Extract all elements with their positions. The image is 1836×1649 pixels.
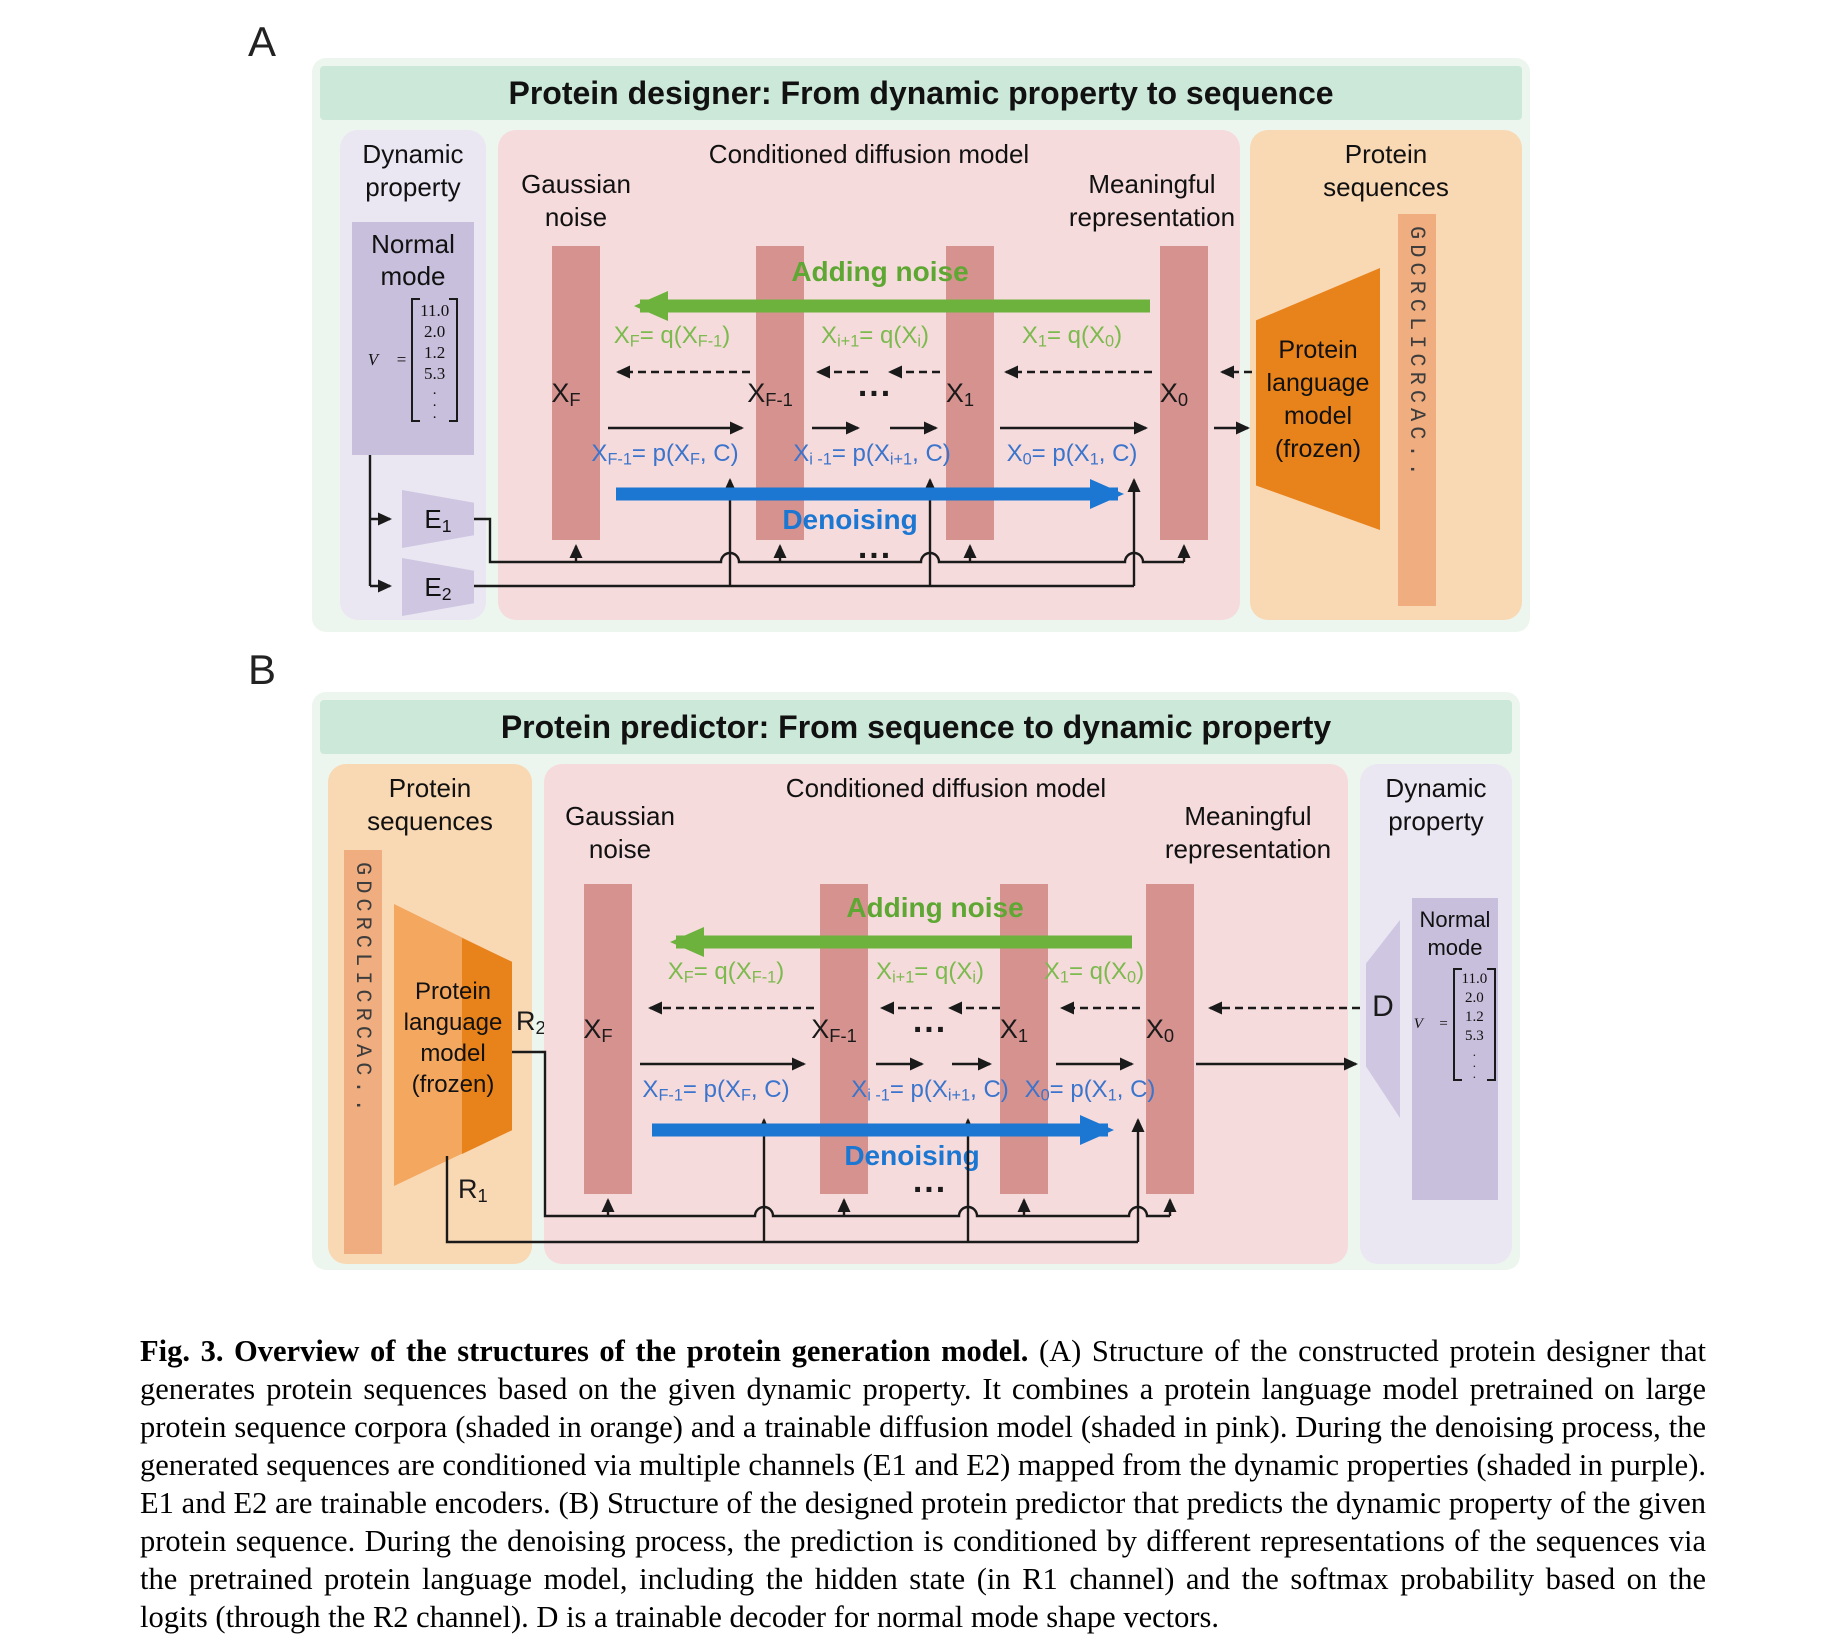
channel-r1-label: R1 [458,1174,488,1207]
panel-b-adding-noise-label: Adding noise [846,892,1024,923]
panel-b-normal-mode-title: Normal mode [1419,907,1491,960]
q-equation: Xi+1= q(Xi) [876,958,984,987]
panel-a-normal-mode-box: Normal mode V⃗ = 11.0 2.0 1.2 5.3 . . . [352,222,474,455]
p-equation: Xi -1= p(Xi+1, C) [851,1076,1009,1105]
panel-a-normal-mode-title: Normal mode [371,229,455,291]
panel-a-dynamic-title: Dynamic property [362,139,464,202]
vector-prefix: V⃗ = [367,350,408,369]
panel-b-header: Protein predictor: From sequence to dyna… [320,700,1512,754]
vector-value: 2.0 [424,322,446,341]
panel-b-meaningful-label: Meaningful representation [1164,801,1332,864]
bar-label-xf1: XF-1 [811,1014,857,1047]
ellipsis: ... [912,1162,948,1200]
panel-b-plm-shape-edge [462,938,512,1154]
panel-a-sequence-strip: GDCRCLICRCAC.. [1398,214,1436,606]
panel-a-label: A [248,18,277,65]
representation-bar-x0 [1160,246,1208,540]
panel-a-adding-noise-label: Adding noise [791,256,969,287]
vector-dot: . [1472,1066,1476,1081]
panel-a-denoising-label: Denoising [782,504,918,535]
vector-value: 5.3 [1464,1028,1484,1044]
bar-label-x1: X1 [999,1014,1029,1047]
vector-value: 11.0 [1461,971,1488,987]
panel-b-diffusion-title: Conditioned diffusion model [785,773,1107,803]
panel-b-gaussian-noise-label: Gaussian noise [565,801,675,864]
bar-label-xf1: XF-1 [747,378,793,411]
bar-label-xf: XF [551,378,581,411]
encoder-e2-label: E2 [424,571,452,604]
panel-b-sequences-title: Protein sequences [367,773,493,836]
q-equation: XF= q(XF-1) [613,322,731,351]
vector-dot: . [432,406,437,422]
p-equation: X0= p(X1, C) [1006,440,1138,469]
caption-bold: Fig. 3. Overview of the structures of th… [140,1334,1029,1368]
vector-value: 1.2 [424,343,446,362]
panel-b-plm-label: Protein language model (frozen) [403,978,503,1098]
vector-value: 2.0 [1464,990,1484,1006]
panel-a-plm-label: Protein language model (frozen) [1266,336,1370,463]
p-equation: Xi -1= p(Xi+1, C) [793,440,951,469]
vector-dot: . [432,394,437,410]
channel-r2-label: R2 [516,1006,546,1039]
vector-dot: . [1472,1055,1476,1070]
caption-text: (A) Structure of the constructed protein… [140,1334,1706,1634]
p-equation: XF-1= p(XF, C) [591,440,739,469]
panel-a-sequence-text: GDCRCLICRCAC.. [1404,226,1429,481]
panel-a-gaussian-noise-label: Gaussian noise [521,169,631,232]
panel-b-mode-vector: V⃗ = 11.0 2.0 1.2 5.3 . . . [1412,968,1498,1081]
vector-value: 11.0 [420,301,450,320]
ellipsis: ... [857,366,893,404]
panel-b-dynamic-title: Dynamic property [1385,773,1487,836]
q-equation: Xi+1= q(Xi) [821,322,929,351]
q-equation: X1= q(X0) [1043,958,1145,987]
ellipsis: ... [912,1002,948,1040]
noise-bar-xf [552,246,600,540]
vector-dot: . [432,382,437,398]
vector-value: 5.3 [424,364,446,383]
p-equation: X0= p(X1, C) [1024,1076,1156,1105]
q-equation: XF= q(XF-1) [667,958,785,987]
ellipsis: ... [857,528,893,566]
vector-value: 1.2 [1464,1009,1484,1025]
vector-dot: . [1472,1044,1476,1059]
q-equation: X1= q(X0) [1021,322,1123,351]
panel-a-meaningful-label: Meaningful representation [1068,169,1236,232]
bar-label-x0: X0 [1159,378,1189,411]
encoder-e1-label: E1 [424,503,452,536]
decoder-d-label: D [1372,990,1394,1023]
panel-b-normal-mode-box: Normal mode V⃗ = 11.0 2.0 1.2 5.3 . . . [1412,898,1498,1200]
panel-a-header: Protein designer: From dynamic property … [320,66,1522,120]
panel-b-sequence-text: GDCRCLICRCAC.. [350,862,375,1117]
panel-b-sequence-strip: GDCRCLICRCAC.. [344,850,382,1254]
panel-b-label: B [248,646,277,693]
bar-label-xf: XF [583,1014,613,1047]
p-equation: XF-1= p(XF, C) [642,1076,790,1105]
panel-a-mode-vector: V⃗ = 11.0 2.0 1.2 5.3 . . . [352,298,474,422]
panel-a-sequences-title: Protein sequences [1323,139,1449,202]
bar-label-x1: X1 [945,378,975,411]
bar-label-x0: X0 [1145,1014,1175,1047]
figure-caption: Fig. 3. Overview of the structures of th… [140,1332,1706,1636]
vector-prefix: V⃗ = [1413,1016,1449,1032]
panel-a-diffusion-title: Conditioned diffusion model [708,139,1030,169]
